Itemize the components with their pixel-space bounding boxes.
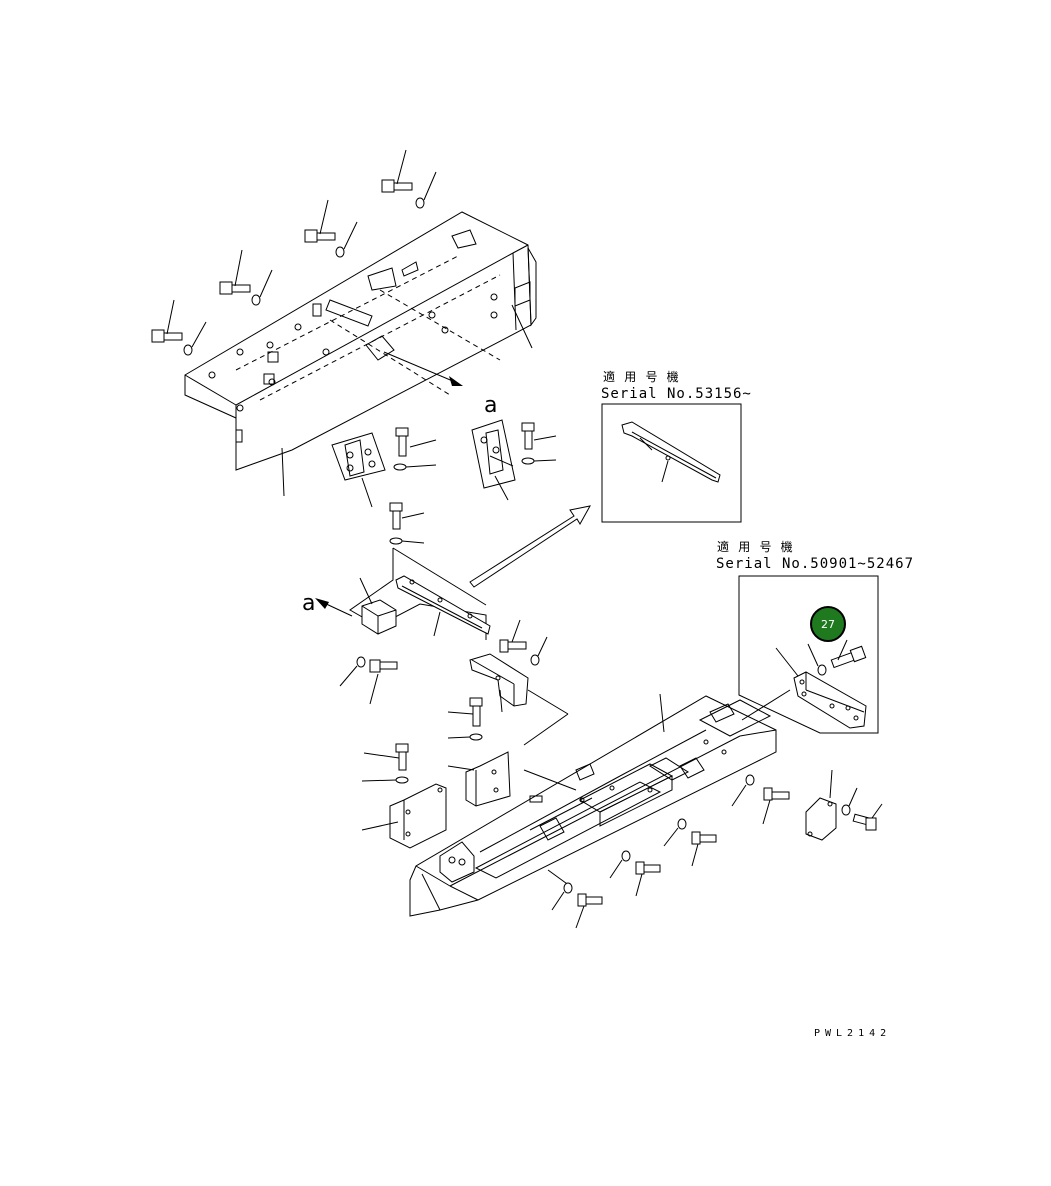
view-arrow-upper: a xyxy=(383,351,497,418)
lower-bracket-mid xyxy=(447,697,511,807)
drawing-code: PWL2142 xyxy=(814,1028,891,1039)
mount-bracket-left xyxy=(331,427,437,508)
inset-lower-caption: 適 用 号 機 xyxy=(717,539,794,554)
view-label-a-lower: a xyxy=(302,591,315,616)
lower-bracket-left xyxy=(361,743,447,849)
inset-upper-rail xyxy=(621,421,721,483)
frame-holes xyxy=(208,293,498,412)
bolt xyxy=(381,149,437,209)
inset-lower-box xyxy=(738,575,879,734)
lower-frame xyxy=(409,689,791,917)
inset-upper: 適 用 号 機 Serial No.53156~ xyxy=(601,369,752,523)
inset-lower: 適 用 号 機 Serial No.50901~52467 27 xyxy=(716,539,914,734)
mount-bracket-right xyxy=(471,419,557,501)
end-plate xyxy=(805,769,883,841)
inset-lower-bracket xyxy=(775,639,867,729)
mid-rail-assembly: a xyxy=(302,502,569,746)
view-label-a-upper: a xyxy=(484,393,497,418)
bolt xyxy=(151,299,207,356)
inset-lower-serial: Serial No.50901~52467 xyxy=(716,556,914,572)
bolt xyxy=(219,249,273,306)
inset-upper-serial: Serial No.53156~ xyxy=(601,386,752,402)
callout-number: 27 xyxy=(821,618,835,631)
bolt-group-lower xyxy=(551,774,790,929)
bolt xyxy=(304,199,358,258)
upper-frame xyxy=(184,211,537,497)
callout-badge: 27 xyxy=(810,606,846,642)
reference-arrow xyxy=(469,505,591,588)
bolt-group-upper xyxy=(151,149,437,356)
inset-upper-caption: 適 用 号 機 xyxy=(603,369,680,384)
inset-upper-box xyxy=(601,403,742,523)
callout-circle xyxy=(810,606,846,642)
